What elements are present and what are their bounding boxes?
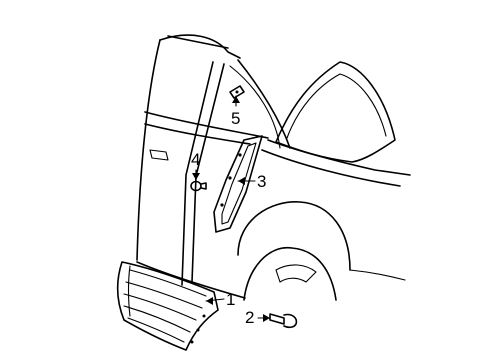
leader-arrows bbox=[192, 95, 271, 322]
upper-fastener-part bbox=[229, 85, 245, 99]
callout-part-5: 5 bbox=[231, 109, 240, 128]
retainer-clip-part bbox=[190, 180, 207, 192]
callout-part-3: 3 bbox=[257, 172, 266, 191]
callout-part-4: 4 bbox=[191, 150, 200, 169]
pillar-applique-part bbox=[213, 135, 263, 233]
callout-part-2: 2 bbox=[245, 308, 254, 327]
callout-part-1: 1 bbox=[226, 290, 235, 309]
screw-part bbox=[269, 313, 298, 329]
vehicle-body-outline bbox=[136, 34, 411, 301]
molding-panel-part bbox=[116, 261, 219, 351]
